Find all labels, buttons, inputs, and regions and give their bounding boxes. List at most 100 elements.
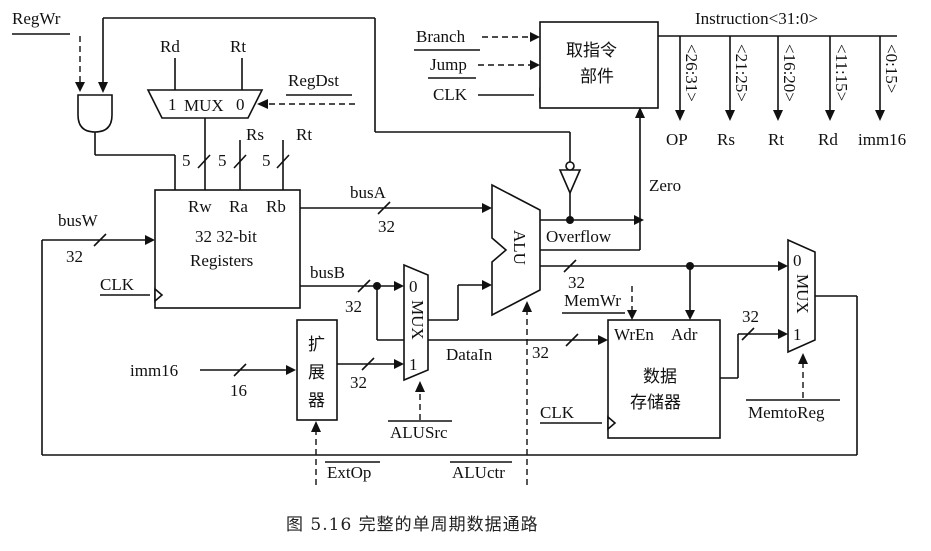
not-gate — [558, 169, 582, 196]
adr-arrowhead — [685, 310, 695, 320]
imm16-in-label: imm16 — [130, 361, 178, 380]
busw-32: 32 — [66, 247, 83, 266]
slash-rb — [276, 154, 290, 169]
mux-mem-1: 1 — [793, 325, 802, 344]
memtoreg-label: MemtoReg — [748, 403, 825, 422]
ext-l3: 器 — [308, 391, 325, 411]
branch-label: Branch — [416, 27, 466, 46]
alu-out-32: 32 — [568, 273, 585, 292]
and-gate — [77, 94, 113, 133]
mem-l1: 数据 — [643, 367, 677, 387]
overflow-arrowhead — [634, 215, 644, 225]
data-memory — [607, 319, 721, 439]
busa-label: busA — [350, 183, 387, 202]
alu-label: ALU — [510, 230, 529, 265]
field-rt: <16:20> — [780, 44, 799, 102]
imm16-slash — [233, 363, 247, 377]
mem-l2: 存储器 — [630, 393, 681, 413]
aluctr-label: ALUctr — [452, 463, 505, 482]
tap-rs-arrowhead — [725, 110, 735, 121]
rd-top-label: Rd — [160, 37, 180, 56]
out-rd: Rd — [818, 130, 838, 149]
field-rs: <21:25> — [732, 44, 751, 102]
ext-out-arrowhead — [394, 359, 404, 369]
mux-src-0: 0 — [409, 277, 418, 296]
slash-ra — [233, 154, 247, 169]
ifu-l1: 取指令 — [566, 41, 617, 61]
alu-result-slash — [563, 259, 577, 273]
out-rs: Rs — [717, 130, 735, 149]
reg-sub: Registers — [190, 251, 253, 270]
datain-label: DataIn — [446, 345, 493, 364]
clk-mem-label: CLK — [540, 403, 575, 422]
overflow-label: Overflow — [546, 227, 612, 246]
ext-l1: 扩 — [308, 335, 325, 355]
mux-dst-label: MUX — [184, 96, 224, 115]
tap-rd-arrowhead — [825, 110, 835, 121]
regdst-label: RegDst — [288, 71, 339, 90]
imm16-16: 16 — [230, 381, 247, 400]
rs-label: Rs — [246, 125, 264, 144]
ext-out-slash — [361, 357, 375, 371]
mem-out-arrowhead — [778, 329, 788, 339]
busw-arrowhead — [145, 235, 155, 245]
jump-label: Jump — [430, 55, 467, 74]
busb-32: 32 — [345, 297, 362, 316]
datain-slash — [565, 333, 579, 347]
extender — [296, 319, 338, 421]
memtoreg-arrowhead — [798, 353, 808, 364]
mux-src-1: 1 — [409, 355, 418, 374]
regwr-arrowhead — [75, 82, 85, 92]
mux-dst-1: 1 — [168, 95, 177, 114]
rt-top-label: Rt — [230, 37, 246, 56]
busb-label: busB — [310, 263, 345, 282]
rb-label: Rb — [266, 197, 286, 216]
busa-32: 32 — [378, 217, 395, 236]
aluctr-arrowhead — [522, 301, 532, 312]
clk-mem-edge — [607, 415, 617, 431]
zero-arrowhead — [635, 107, 645, 118]
mux-regdst — [146, 89, 264, 119]
register-file — [154, 189, 301, 309]
clk-if-label: CLK — [433, 85, 468, 104]
datain-arrowhead — [598, 335, 608, 345]
mux-src-label: MUX — [408, 300, 427, 340]
out-op: OP — [666, 130, 688, 149]
mux-memtoreg — [787, 238, 816, 354]
tap-op-arrowhead — [675, 110, 685, 121]
busw-label: busW — [58, 211, 99, 230]
jump-arrowhead — [530, 60, 540, 70]
regwr-label: RegWr — [12, 9, 61, 28]
mem-out-slash — [741, 327, 755, 341]
rt-label: Rt — [296, 125, 312, 144]
alusrc-arrowhead — [415, 381, 425, 392]
alu — [491, 183, 541, 317]
extop-label: ExtOp — [327, 463, 371, 482]
mux-src-arrowhead — [482, 280, 492, 290]
busb-slash — [357, 279, 371, 293]
rw-label: Rw — [188, 197, 212, 216]
field-imm16: <0:15> — [882, 44, 901, 93]
slash-rw — [197, 154, 211, 169]
busa-slash — [377, 201, 391, 215]
ra-label: Ra — [229, 197, 248, 216]
imm16-arrowhead — [286, 365, 296, 375]
field-rd: <11:15> — [832, 44, 851, 101]
wren-label: WrEn — [614, 325, 654, 344]
clk-reg-label: CLK — [100, 275, 135, 294]
tap-imm16-arrowhead — [875, 110, 885, 121]
regdst-arrowhead — [257, 99, 268, 109]
mux-dst-0: 0 — [236, 95, 245, 114]
busb-arrowhead — [394, 281, 404, 291]
not-bubble — [565, 161, 575, 171]
out-rt: Rt — [768, 130, 784, 149]
tap-rt-arrowhead — [773, 110, 783, 121]
ifu-box — [539, 21, 659, 109]
branch-arrowhead — [530, 32, 540, 42]
ifu-l2: 部件 — [580, 67, 614, 87]
five-rb: 5 — [262, 151, 271, 170]
overflow-loop-arrowhead — [98, 82, 108, 93]
mux-mem-label: MUX — [793, 274, 812, 314]
